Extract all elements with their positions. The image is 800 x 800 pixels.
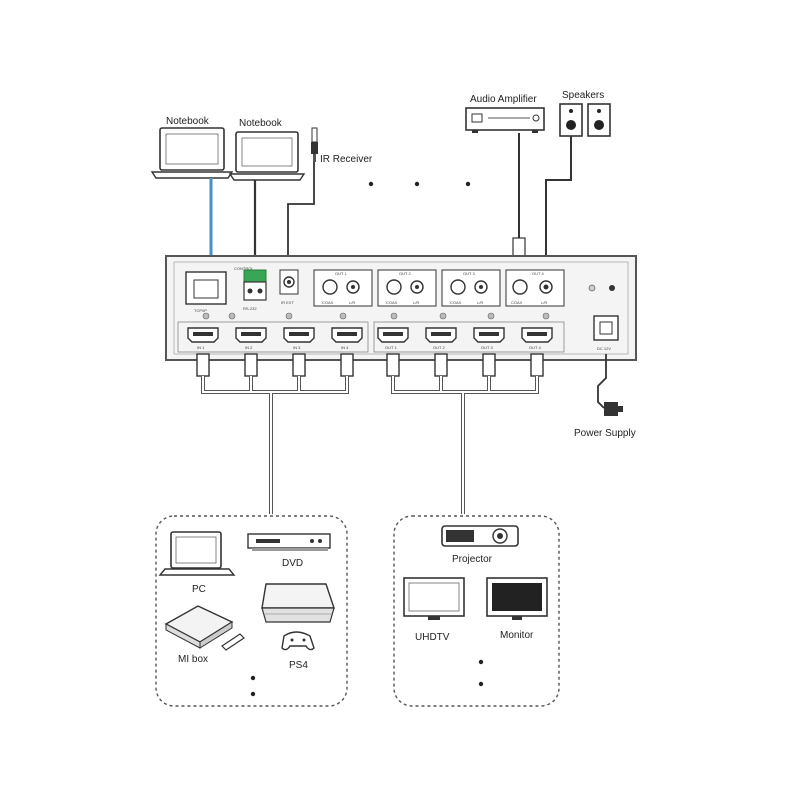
dot [250,675,256,681]
dot [465,181,471,187]
power-cable [597,354,607,409]
audio-out-4-lr: L/R [541,300,547,305]
hdmi-out-2-port [425,327,457,343]
output-cable-bundle [391,376,539,514]
notebook-2-label: Notebook [239,118,283,129]
dot [250,691,256,697]
notebook-1-device [150,127,234,179]
hdmi-out-4-port [521,327,553,343]
dot [478,659,484,665]
mi-box-device [164,605,245,651]
audio-out-3-title: OUT 3 [463,271,475,276]
audio-out-1-coax: COAX [322,300,334,305]
audio-out-4-group [505,269,565,307]
monitor-label: Monitor [500,630,534,641]
ir-window-icon [609,285,615,291]
notebook-2-device [228,131,306,181]
input-cable-bundle [201,376,349,514]
dvd-label: DVD [282,558,303,569]
audio-out-2-lr: L/R [413,300,419,305]
display-devices-box [393,515,560,707]
audio-out-2-coax: COAX [386,300,398,305]
hdmi-in-4-label: IN 4 [341,345,349,350]
hdmi-in-1-port [187,327,219,343]
audio-amplifier-label: Audio Amplifier [470,94,537,105]
projector-device [441,525,519,547]
source-devices-box [155,515,348,707]
dot [478,681,484,687]
audio-out-1-lr: L/R [349,300,355,305]
ps4-controller-icon [281,631,315,651]
pc-device [158,531,236,576]
dot [368,181,374,187]
audio-out-1-title: OUT 1 [335,271,347,276]
power-supply-label: Power Supply [574,428,636,439]
speakers-device [559,103,611,137]
hdmi-input-cables [196,353,354,377]
speakers-label: Speakers [562,90,604,101]
rs232-terminal [243,269,267,301]
audio-out-2-group [377,269,437,307]
tcpip-port [185,271,227,305]
dc-12v-label: DC 12V [597,346,611,351]
status-leds [202,312,550,320]
rs232-label: RS-232 [243,306,257,311]
hdmi-out-4-label: OUT 4 [529,345,541,350]
audio-out-4-coax: COAX [511,300,523,305]
audio-out-3-group [441,269,501,307]
audio-out-1-group [313,269,373,307]
ir-ext-jack [279,269,299,295]
power-led-icon [588,284,596,292]
tcpip-label: TCP/IP [194,308,207,313]
hdmi-output-frame [373,321,565,353]
dot [414,181,420,187]
notebook-1-label: Notebook [166,116,210,127]
audio-amplifier-device [465,107,545,133]
hdmi-out-1-label: OUT 1 [385,345,397,350]
speaker-cable [545,136,572,276]
projector-label: Projector [452,554,493,565]
uhdtv-device [403,577,465,620]
hdmi-in-3-label: IN 3 [293,345,301,350]
ps4-console [261,583,335,623]
control-label: CONTROL [234,266,254,271]
hdmi-out-3-port [473,327,505,343]
dvd-device [247,533,331,551]
hdmi-output-cables [386,353,544,377]
mi-box-label: MI box [178,654,208,665]
ir-receiver-device [311,127,318,162]
dc-power-jack [593,315,619,341]
input-cable-bundle-inner [202,376,348,514]
ps4-label: PS4 [289,660,308,671]
hdmi-in-3-port [283,327,315,343]
audio-out-2-title: OUT 2 [399,271,411,276]
hdmi-input-frame [177,321,369,353]
hdmi-in-1-label: IN 1 [197,345,205,350]
output-cable-bundle-inner [392,376,538,514]
hdmi-in-2-port [235,327,267,343]
power-supply-adapter [604,402,623,416]
hdmi-out-1-port [377,327,409,343]
uhdtv-label: UHDTV [415,632,450,643]
ir-ext-label: IR EXT [281,300,294,305]
ir-receiver-label: IR Receiver [320,154,373,165]
audio-out-3-coax: COAX [450,300,462,305]
monitor-device [486,577,548,620]
hdmi-out-3-label: OUT 3 [481,345,493,350]
audio-out-4-title: OUT 4 [532,271,544,276]
hdmi-in-2-label: IN 2 [245,345,253,350]
pc-label: PC [192,584,206,595]
hdmi-in-4-port [331,327,363,343]
hdmi-out-2-label: OUT 2 [433,345,445,350]
ir-cable [287,162,315,266]
audio-out-3-lr: L/R [477,300,483,305]
